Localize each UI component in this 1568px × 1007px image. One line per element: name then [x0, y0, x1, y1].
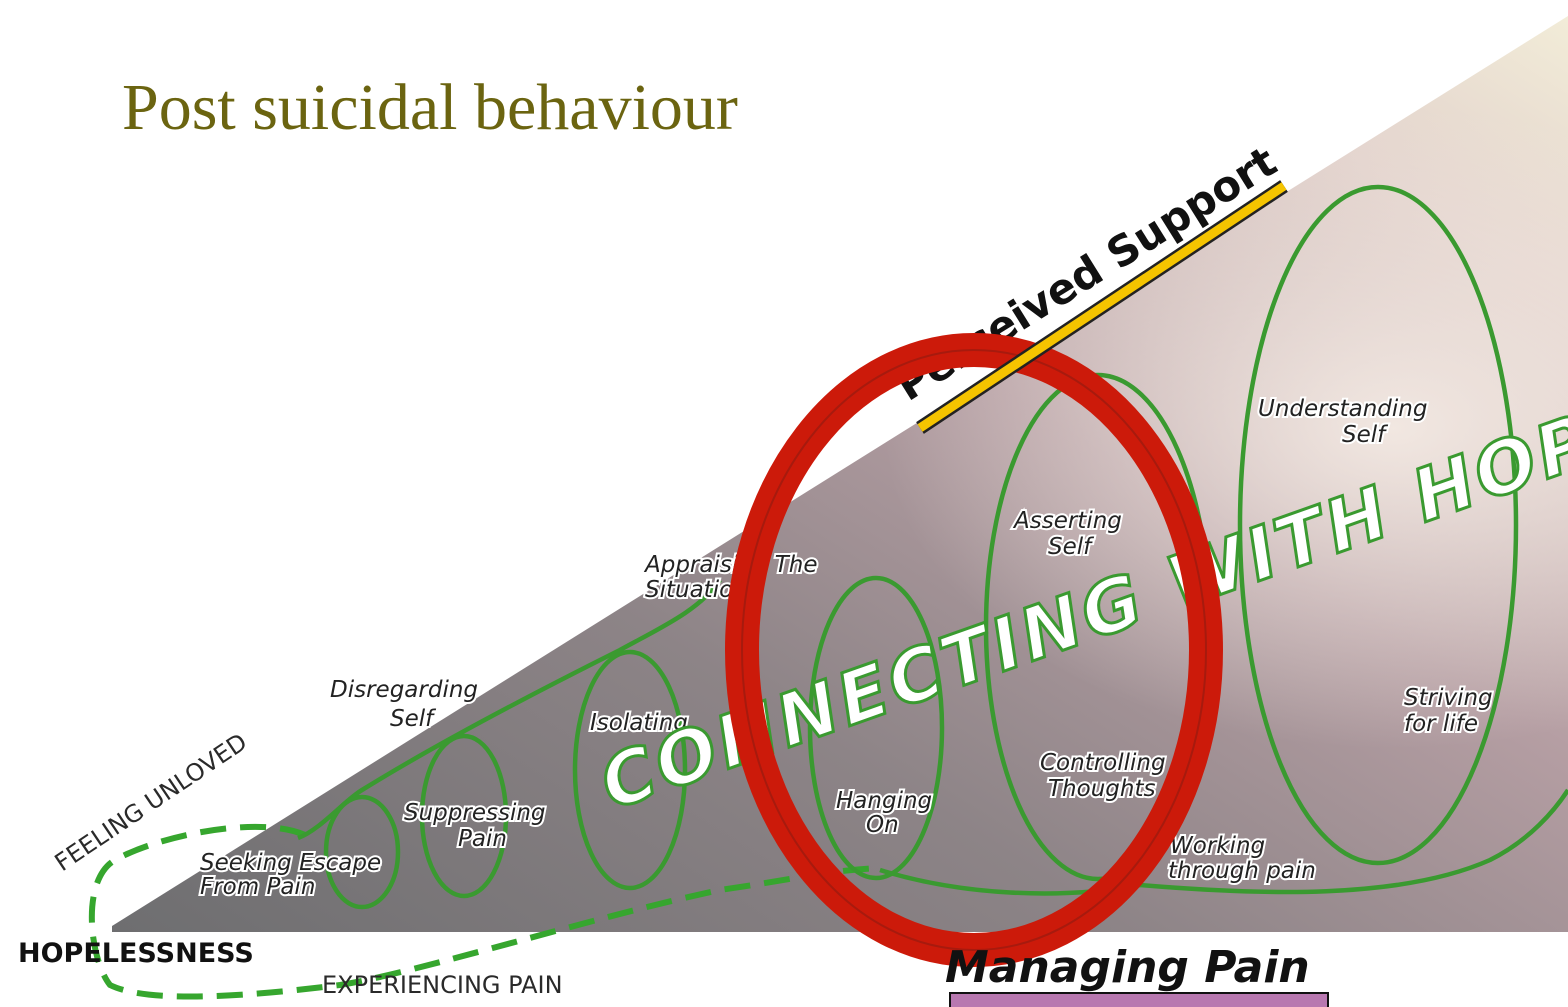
striving-label-1: Striving [1404, 685, 1493, 711]
understanding-self-label-2: Self [1342, 422, 1388, 448]
seeking-escape-label-2: From Pain [200, 874, 315, 900]
hanging-on-label-2: On [866, 812, 899, 838]
experiencing-pain-dashed-path [88, 823, 881, 1000]
loop-seeking-escape [323, 794, 401, 910]
highlight-ring-edge [741, 349, 1207, 951]
loop-hanging-on [807, 575, 945, 881]
disregarding-self-label-1: Disregarding [330, 677, 478, 703]
suppressing-pain-label-2: Pain [458, 826, 507, 852]
loop-suppressing-pain [419, 733, 509, 899]
managing-pain-box [949, 992, 1329, 1007]
experiencing-pain-label: EXPERIENCING PAIN [322, 971, 563, 999]
slide-title: Post suicidal behaviour [122, 71, 738, 144]
appraising-label-1: Appraising The [643, 552, 818, 578]
working-through-pain-label-2: through pain [1168, 858, 1316, 884]
managing-pain-label: Managing Pain [945, 942, 1310, 993]
loop-isolating [572, 649, 688, 891]
asserting-self-label-1: Asserting [1012, 508, 1122, 534]
suppressing-pain-label-1: Suppressing [404, 800, 546, 826]
support-bar-fill [917, 182, 1287, 432]
spiral-bottom-path [879, 788, 1568, 896]
hanging-on-label-1: Hanging [836, 788, 932, 814]
seeking-escape-label-1: Seeking Escape [200, 850, 381, 876]
striving-label-2: for life [1404, 711, 1478, 737]
working-through-pain-label-1: Working [1170, 833, 1265, 859]
asserting-self-label-2: Self [1048, 534, 1094, 560]
loop-understanding-self [1237, 184, 1519, 866]
understanding-self-label-1: Understanding [1258, 396, 1427, 422]
isolating-label: Isolating [590, 710, 688, 736]
hopelessness-label: HOPELESSNESS [18, 938, 254, 969]
controlling-thoughts-label-1: Controlling [1040, 750, 1166, 776]
controlling-thoughts-label-2: Thoughts [1048, 776, 1155, 802]
disregarding-self-label-2: Self [390, 706, 436, 732]
